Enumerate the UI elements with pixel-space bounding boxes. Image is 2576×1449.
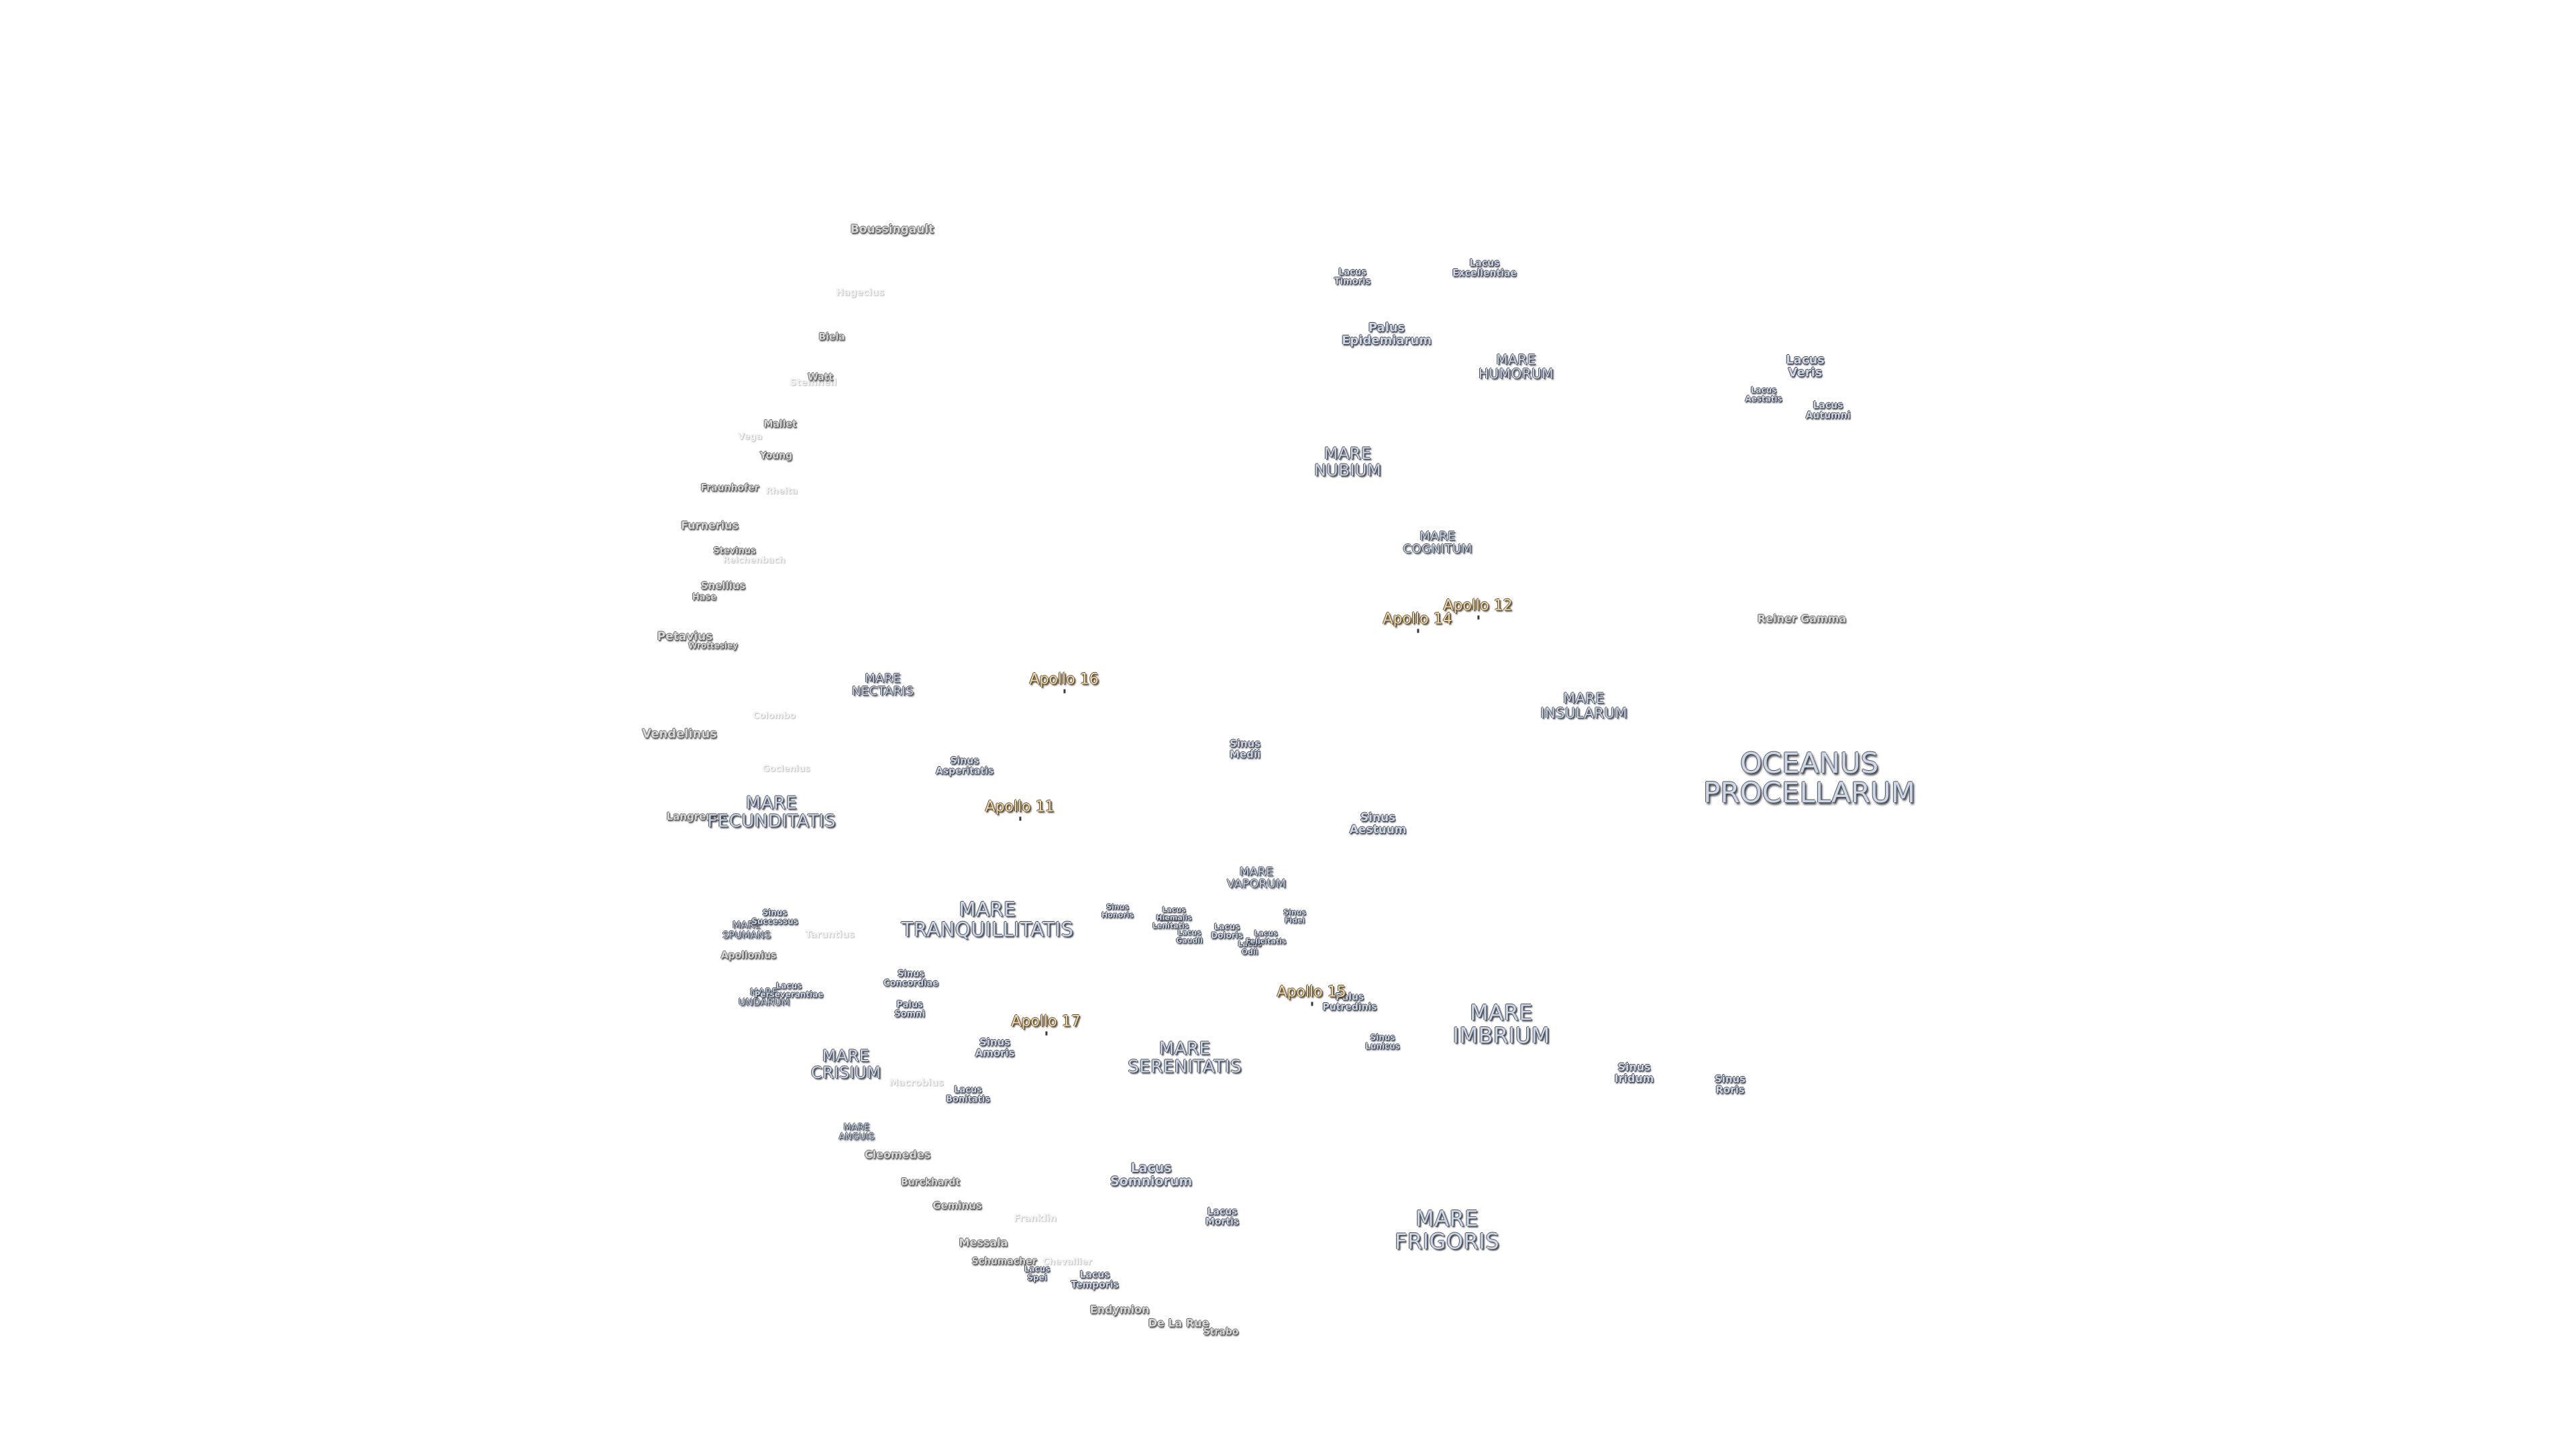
label-vendelinus[interactable]: Vendelinus (642, 727, 717, 741)
label-strabo[interactable]: Strabo (1203, 1326, 1239, 1338)
label-apollo-12[interactable]: Apollo 12 (1443, 597, 1513, 620)
label-mare-frigoris[interactable]: MARE FRIGORIS (1394, 1205, 1500, 1254)
label-chevallier[interactable]: Chevallier (1042, 1257, 1092, 1268)
label-endymion[interactable]: Endymion (1089, 1303, 1150, 1316)
label-apollonius[interactable]: Apollonius (720, 950, 777, 961)
label-lacus-temporis[interactable]: Lacus Temporis (1071, 1269, 1119, 1290)
label-cleomedes[interactable]: Cleomedes (864, 1148, 931, 1161)
label-mare-serenitatis[interactable]: MARE SERENITATIS (1128, 1038, 1242, 1077)
label-lacus-spei[interactable]: Lacus Spei (1024, 1264, 1051, 1282)
label-stevinus[interactable]: Stevinus (713, 546, 756, 557)
label-lacus-somniorum[interactable]: Lacus Somniorum (1110, 1161, 1193, 1189)
label-mare-spumans[interactable]: MARE SPUMANS (722, 920, 771, 941)
label-mare-humorum[interactable]: MARE HUMORUM (1479, 352, 1554, 382)
label-mare-crisium[interactable]: MARE CRISIUM (810, 1046, 881, 1082)
label-palus-epidemiarum[interactable]: Palus Epidemiarum (1342, 321, 1432, 347)
label-sinus-fidei[interactable]: Sinus Fidei (1283, 908, 1306, 924)
label-hase[interactable]: Hase (692, 592, 717, 603)
label-boussingault[interactable]: Boussingault (850, 223, 934, 237)
label-palus-putredinis[interactable]: Palus Putredinis (1322, 991, 1377, 1012)
label-mare-nubium[interactable]: MARE NUBIUM (1313, 443, 1382, 480)
label-colombo[interactable]: Colombo (753, 711, 796, 722)
label-sinus-lunicus[interactable]: Sinus Lunicus (1365, 1032, 1400, 1051)
label-lacus-gaudii[interactable]: Lacus Gaudii (1176, 928, 1203, 945)
label-mare-undarum[interactable]: MARE UNDARUM (738, 987, 790, 1008)
label-steinheil[interactable]: Steinheil (789, 377, 837, 388)
label-sinus-successus[interactable]: Sinus Successus (751, 908, 798, 926)
label-mare-tranquillitatis[interactable]: MARE TRANQUILLITATIS (901, 898, 1074, 941)
label-mare-anguis[interactable]: MARE ANGUIS (839, 1122, 875, 1142)
label-sinus-asperitatis[interactable]: Sinus Asperitatis (935, 755, 994, 776)
label-sinus-iridum[interactable]: Sinus Iridum (1614, 1061, 1654, 1085)
label-sinus-roris[interactable]: Sinus Roris (1714, 1073, 1746, 1095)
label-petavius[interactable]: Petavius (657, 630, 713, 644)
label-reichenbach[interactable]: Reichenbach (722, 555, 786, 566)
label-lacus-perseverantiae[interactable]: Lacus Perseverantiae (754, 981, 824, 999)
label-lacus-aestatis[interactable]: Lacus Aestatis (1745, 385, 1782, 403)
label-sinus-amoris[interactable]: Sinus Amoris (975, 1036, 1015, 1059)
label-lacus-felicitatis[interactable]: Lacus Felicitatis (1245, 928, 1287, 945)
label-lacus-timoris[interactable]: Lacus Timoris (1334, 267, 1371, 286)
label-sinus-medii[interactable]: Sinus Medii (1229, 737, 1261, 760)
label-taruntius[interactable]: Taruntius (805, 929, 855, 941)
label-schumacher[interactable]: Schumacher (971, 1256, 1037, 1267)
label-goclenius[interactable]: Goclenius (762, 764, 810, 775)
label-palus-somni[interactable]: Palus Somni (894, 1000, 925, 1019)
label-mare-nectaris[interactable]: MARE NECTARIS (851, 672, 914, 698)
label-lacus-doloris[interactable]: Lacus Doloris (1211, 922, 1243, 940)
label-sinus-aestuum[interactable]: Sinus Aestuum (1349, 811, 1407, 837)
label-apollo-16[interactable]: Apollo 16 (1029, 671, 1099, 694)
label-mare-fecunditatis[interactable]: MARE FECUNDITATIS (707, 793, 836, 832)
label-apollo-17[interactable]: Apollo 17 (1011, 1013, 1081, 1036)
label-de-la-rue[interactable]: De La Rue (1148, 1316, 1210, 1330)
label-lacus-bonitatis[interactable]: Lacus Bonitatis (946, 1085, 990, 1104)
label-lacus-lenitatis[interactable]: Lacus Lenitatis (1152, 913, 1189, 930)
label-furnerius[interactable]: Furnerius (681, 519, 739, 532)
label-lacus-odii[interactable]: Lacus Odii (1238, 939, 1262, 956)
label-oceanus-procellarum[interactable]: OCEANUS PROCELLARUM (1703, 746, 1916, 809)
label-rheita[interactable]: Rheita (765, 486, 798, 497)
label-franklin[interactable]: Franklin (1014, 1213, 1057, 1224)
label-fraunhofer[interactable]: Fraunhofer (700, 482, 759, 494)
label-lacus-excellentiae[interactable]: Lacus Excellentiae (1452, 258, 1517, 278)
label-mare-vaporum[interactable]: MARE VAPORUM (1226, 865, 1287, 891)
label-apollo-14[interactable]: Apollo 14 (1383, 610, 1452, 633)
label-lacus-autumni[interactable]: Lacus Autumni (1805, 400, 1851, 421)
label-mare-cognitum[interactable]: MARE COGNITUM (1403, 529, 1472, 556)
label-snellius[interactable]: Snellius (700, 580, 746, 592)
label-mallet[interactable]: Mallet (763, 419, 797, 430)
label-geminus[interactable]: Geminus (932, 1199, 982, 1212)
label-sinus-honoris[interactable]: Sinus Honoris (1102, 902, 1134, 919)
label-mare-insularum[interactable]: MARE INSULARUM (1540, 690, 1627, 721)
label-reiner-gamma[interactable]: Reiner Gamma (1757, 612, 1847, 625)
label-sinus-concordiae[interactable]: Sinus Concordiae (883, 969, 939, 988)
label-young[interactable]: Young (759, 450, 793, 462)
label-apollo-11[interactable]: Apollo 11 (985, 798, 1055, 821)
label-lacus-mortis[interactable]: Lacus Mortis (1205, 1206, 1240, 1227)
label-hagecius[interactable]: Hagecius (835, 287, 885, 299)
label-mare-imbrium[interactable]: MARE IMBRIUM (1452, 1000, 1550, 1048)
label-wrottesley[interactable]: Wrottesley (688, 641, 739, 651)
label-vega[interactable]: Vega (737, 432, 763, 443)
label-langrenus[interactable]: Langrenus (666, 810, 727, 823)
label-lacus-veris[interactable]: Lacus Veris (1786, 353, 1825, 380)
label-apollo-15[interactable]: Apollo 15 (1277, 983, 1346, 1006)
label-lacus-hiemalis[interactable]: Lacus Hiemalis (1156, 905, 1192, 922)
label-watt[interactable]: Watt (808, 372, 833, 383)
label-macrobius[interactable]: Macrobius (889, 1077, 944, 1089)
label-messala[interactable]: Messala (959, 1236, 1008, 1249)
label-burckhardt[interactable]: Burckhardt (900, 1177, 961, 1188)
label-biela[interactable]: Biela (818, 331, 845, 343)
